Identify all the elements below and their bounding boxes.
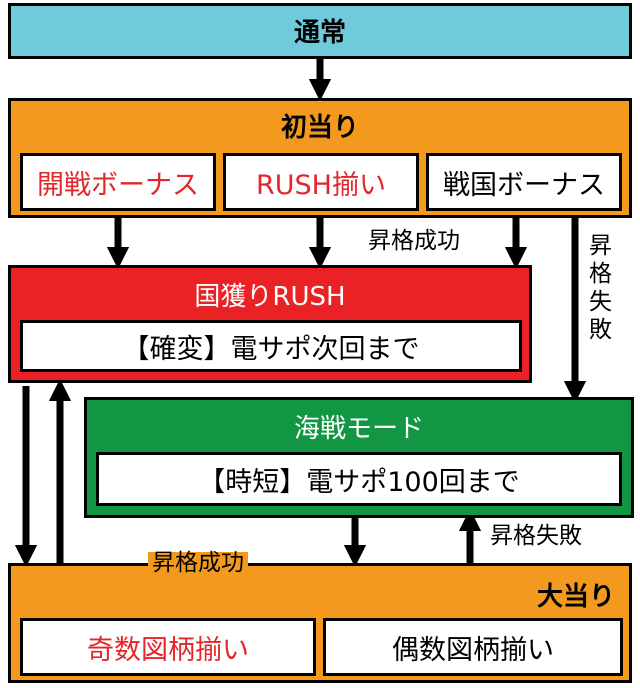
node-sengoku-bonus: 戦国ボーナス [426, 153, 622, 211]
node-jitan-note: 【時短】電サポ100回まで [96, 452, 622, 506]
node-kaisen-bonus-label: 開戦ボーナス [37, 169, 199, 201]
edge-label-promote-success-bottom: 昇格成功 [148, 552, 248, 575]
node-jitan-note-label: 【時短】電サポ100回まで [198, 466, 520, 498]
node-odd-match: 奇数図柄揃い [20, 618, 316, 676]
node-first-hit-label: 初当り [280, 113, 359, 143]
node-even-match-label: 偶数図柄揃い [392, 634, 554, 666]
node-kaisen-bonus: 開戦ボーナス [20, 153, 216, 211]
node-big-hit-label: 大当り [536, 582, 615, 612]
node-kakuhen-note: 【確変】電サポ次回まで [20, 320, 522, 372]
node-kaisen-mode-label: 海戦モード [293, 414, 424, 444]
node-rush-match-label: RUSH揃い [256, 169, 386, 201]
edge-label-promote-fail-vertical: 昇格失敗 [589, 233, 612, 343]
node-normal: 通常 [8, 3, 632, 59]
node-odd-match-label: 奇数図柄揃い [87, 634, 249, 666]
edge-label-promote-fail-bottom: 昇格失敗 [490, 523, 582, 549]
node-normal-label: 通常 [293, 18, 346, 48]
node-kakuhen-note-label: 【確変】電サポ次回まで [122, 333, 420, 365]
node-kunitori-rush-label: 国獲りRUSH [194, 282, 346, 312]
edge-label-promote-success-top: 昇格成功 [368, 228, 460, 254]
node-sengoku-bonus-label: 戦国ボーナス [443, 169, 605, 201]
node-rush-match: RUSH揃い [223, 153, 419, 211]
node-even-match: 偶数図柄揃い [323, 618, 623, 676]
